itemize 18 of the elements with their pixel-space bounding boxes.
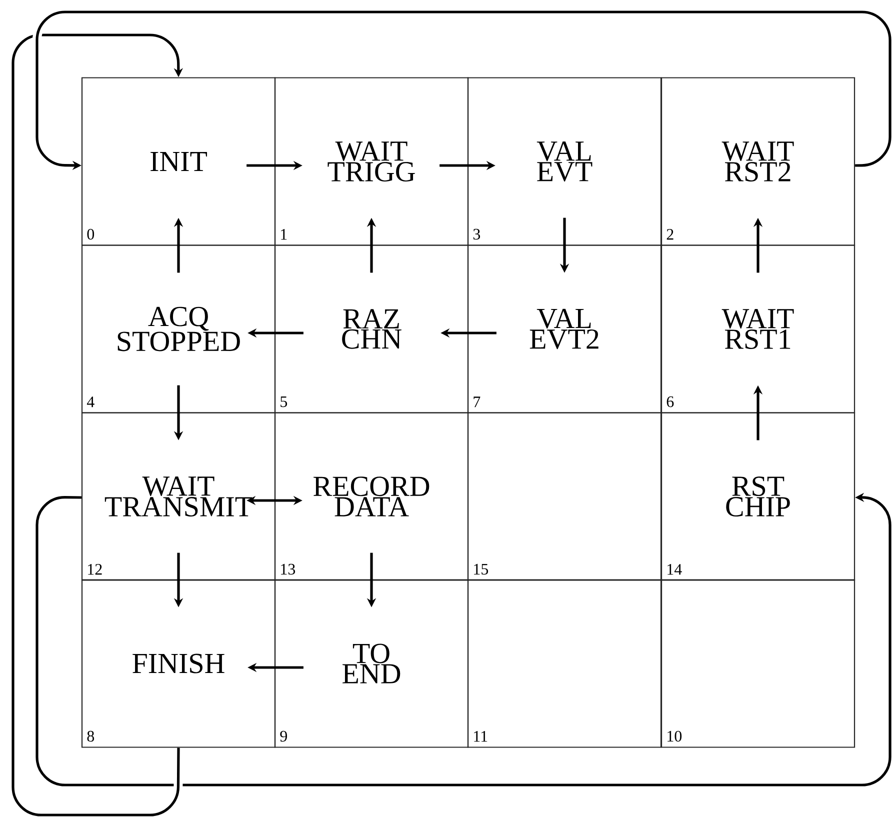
state-cell: RST CHIP 14 (660, 412, 856, 581)
state-cell: VAL EVT 3 (467, 77, 662, 246)
state-cell: RAZ CHN 5 (274, 244, 469, 414)
arrow (8, 30, 183, 817)
state-cell: WAIT RST2 2 (660, 77, 856, 246)
state-cell: RECORD DATA 13 (274, 412, 469, 581)
state-cell: 15 (467, 412, 662, 581)
arrow (32, 492, 892, 790)
state-cell: FINISH 8 (81, 579, 276, 748)
state-cell: TO END 9 (274, 579, 469, 748)
state-cell: 11 (467, 579, 662, 748)
state-cell: ACQ STOPPED 4 (81, 244, 276, 414)
state-cell: WAIT TRIGG 1 (274, 77, 469, 246)
state-cell: INIT 0 (81, 77, 276, 246)
state-cell: WAIT RST1 6 (660, 244, 856, 414)
state-cell: VAL EVT2 7 (467, 244, 662, 414)
state-cell: 10 (660, 579, 856, 748)
state-cell: WAIT TRANSMIT 12 (81, 412, 276, 581)
